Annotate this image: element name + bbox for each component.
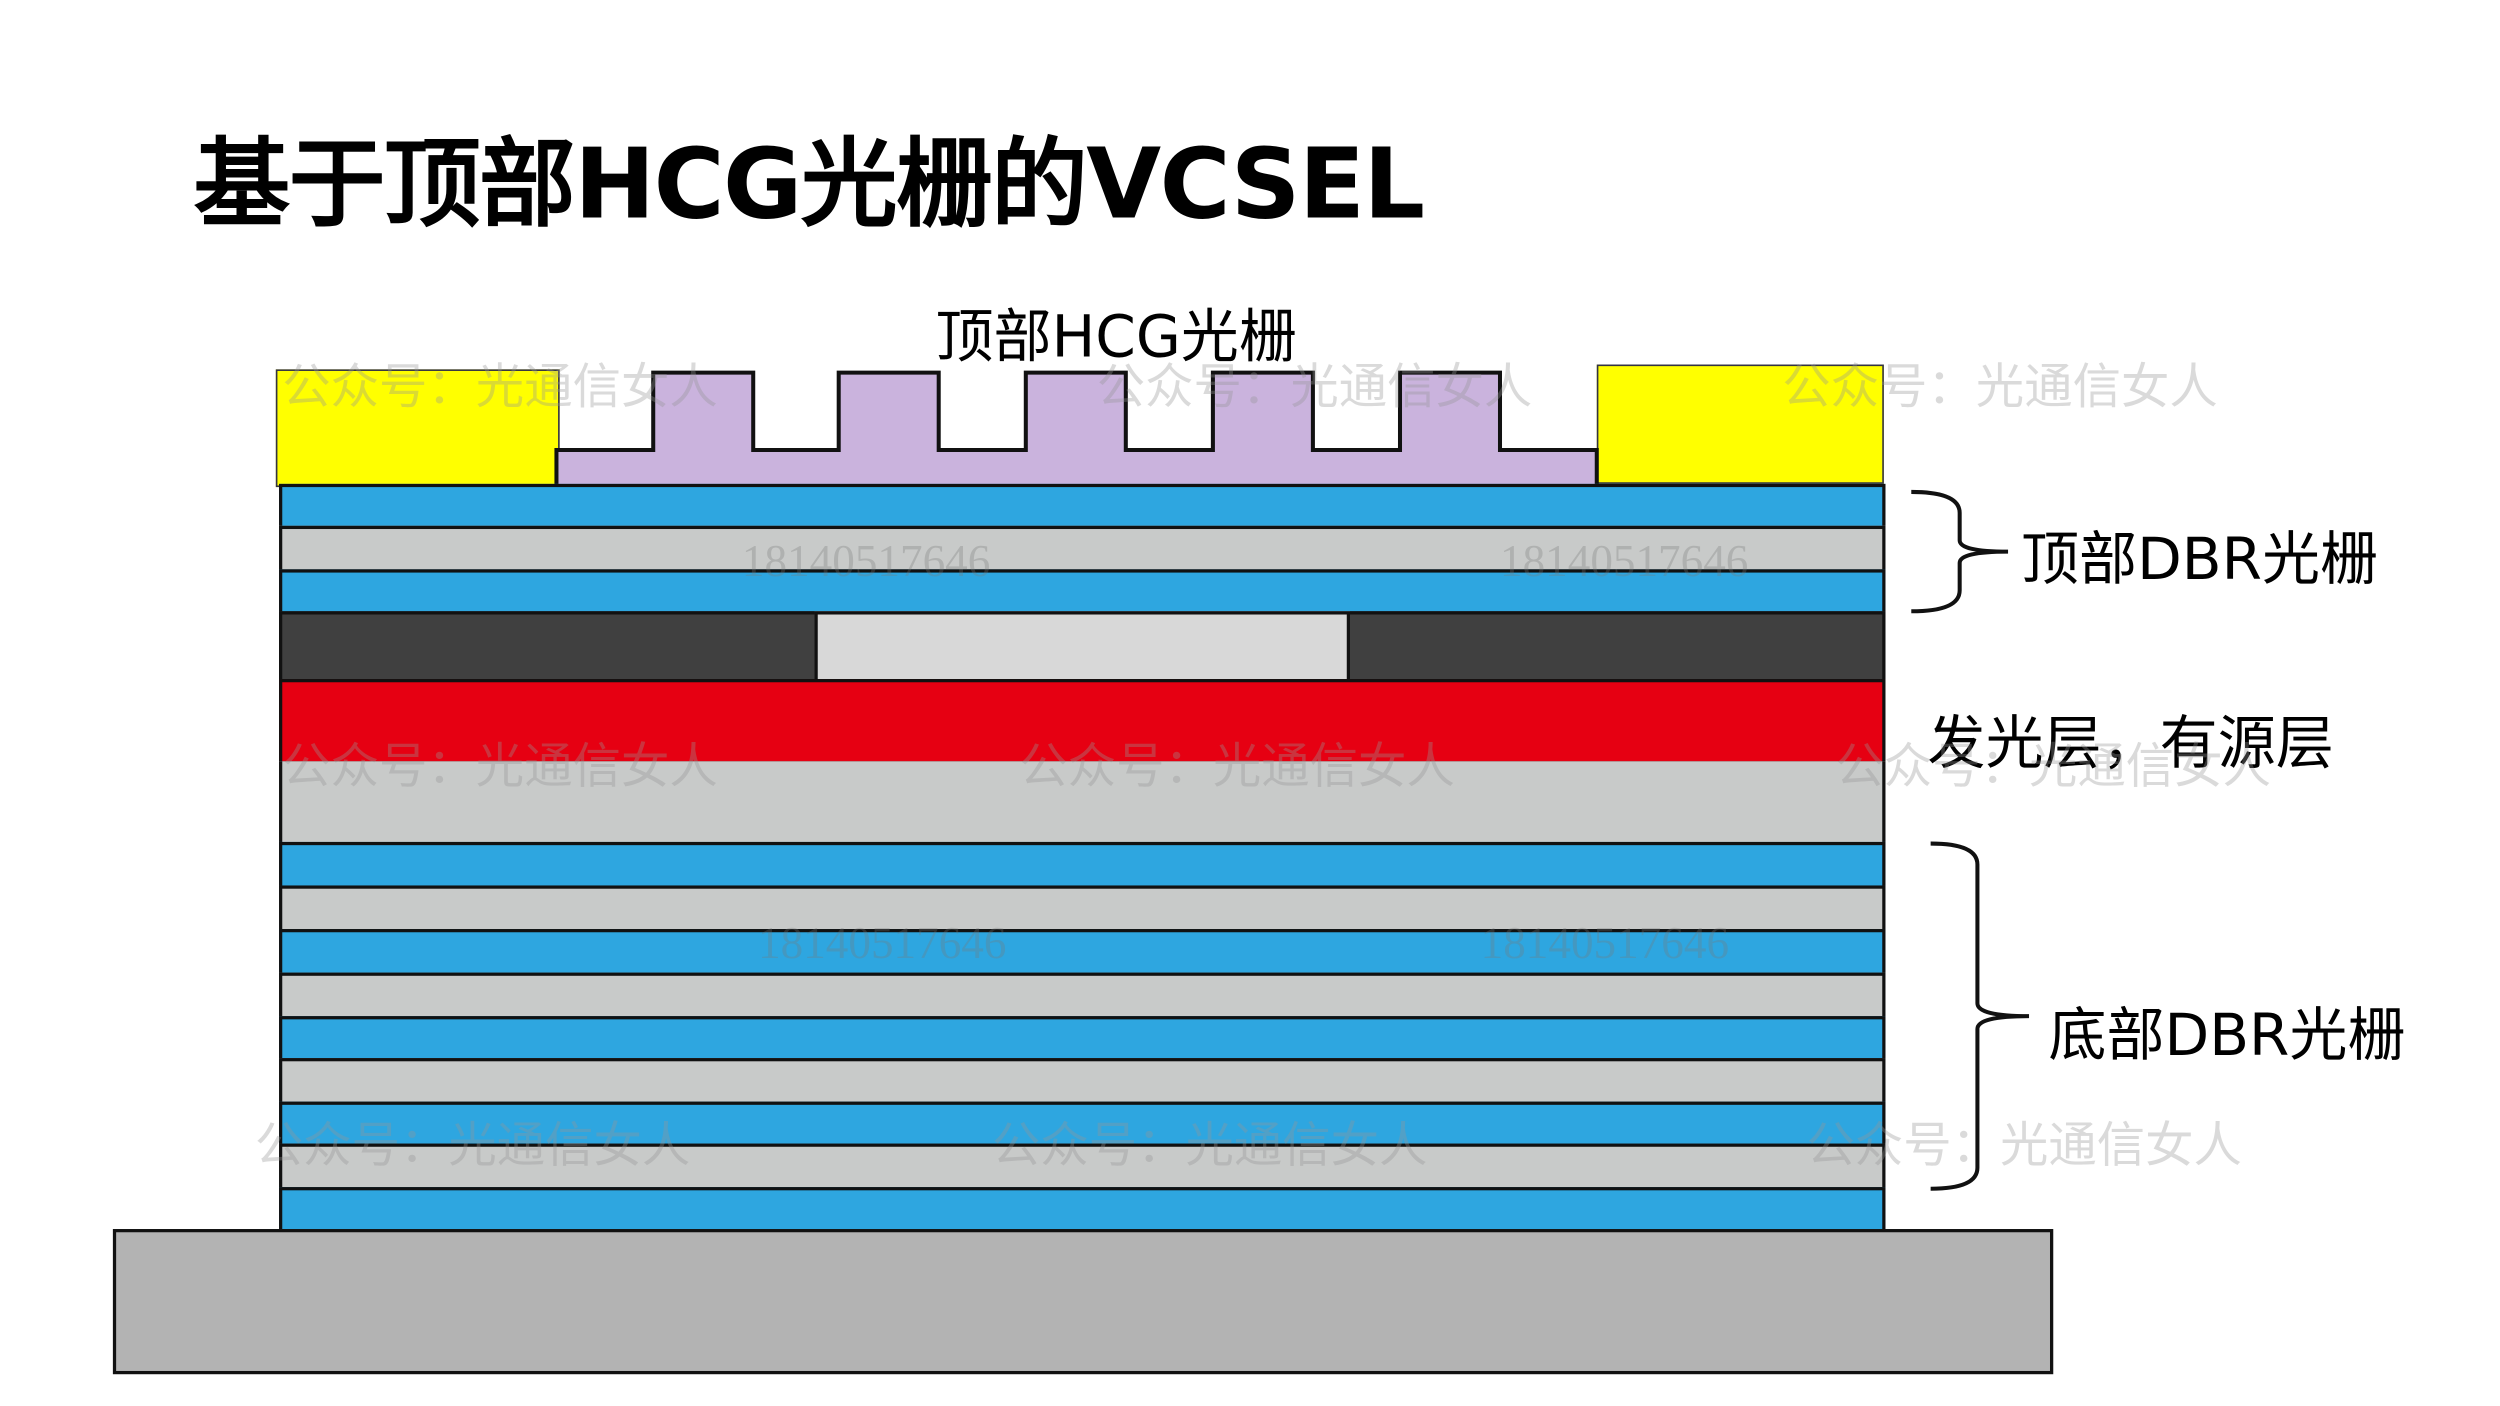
bottom-dbr-label: 底部DBR光栅 bbox=[2048, 1003, 2406, 1070]
watermark-phone: 18140517646 bbox=[1480, 919, 1730, 970]
right-electrode bbox=[1596, 364, 1884, 484]
bottom-dbr-layer bbox=[279, 1016, 1886, 1062]
watermark-account: 公众号：光通信女人 bbox=[254, 1117, 691, 1175]
watermark-account: 公众号：光通信女人 bbox=[1835, 738, 2271, 796]
bottom-dbr-layer bbox=[279, 1058, 1886, 1105]
active-layer-label: 发光层，有源层 bbox=[1927, 711, 2334, 778]
watermark-account: 公众号：光通信女人 bbox=[1782, 359, 2218, 417]
bottom-dbr-layer bbox=[279, 841, 1886, 889]
bottom-dbr-layer bbox=[279, 972, 1886, 1020]
spacer-layer bbox=[279, 761, 1886, 846]
watermark-account: 公众号：光通信女人 bbox=[1806, 1117, 2242, 1175]
left-electrode bbox=[275, 369, 560, 488]
top-dbr-layer bbox=[279, 483, 1886, 530]
top-dbr-label: 顶部DBR光栅 bbox=[2020, 527, 2379, 594]
watermark-account: 公众号：光通信女人 bbox=[282, 738, 718, 796]
bottom-dbr-layer bbox=[279, 885, 1886, 933]
substrate bbox=[112, 1229, 2054, 1375]
page-title: 基于顶部HCG光栅的VCSEL bbox=[193, 129, 1425, 242]
bottom-dbr-layer bbox=[279, 1187, 1886, 1233]
watermark-phone: 18140517646 bbox=[758, 919, 1007, 970]
oxide-aperture bbox=[814, 611, 1350, 683]
watermark-account: 公众号：光通信女人 bbox=[1096, 359, 1533, 417]
bottom-dbr-brace bbox=[1930, 841, 2030, 1191]
watermark-account: 公众号：光通信女人 bbox=[1019, 738, 1455, 796]
watermark-account: 公众号：光通信女人 bbox=[991, 1117, 1428, 1175]
bottom-dbr-layer bbox=[279, 1101, 1886, 1147]
hcg-label: 顶部HCG光栅 bbox=[935, 304, 1297, 371]
watermark-account: 公众号：光通信女人 bbox=[282, 359, 718, 417]
watermark-phone: 18140517646 bbox=[1499, 537, 1749, 588]
top-dbr-brace bbox=[1911, 489, 2009, 614]
hcg-grating bbox=[554, 370, 1599, 490]
watermark-phone: 18140517646 bbox=[741, 537, 991, 588]
